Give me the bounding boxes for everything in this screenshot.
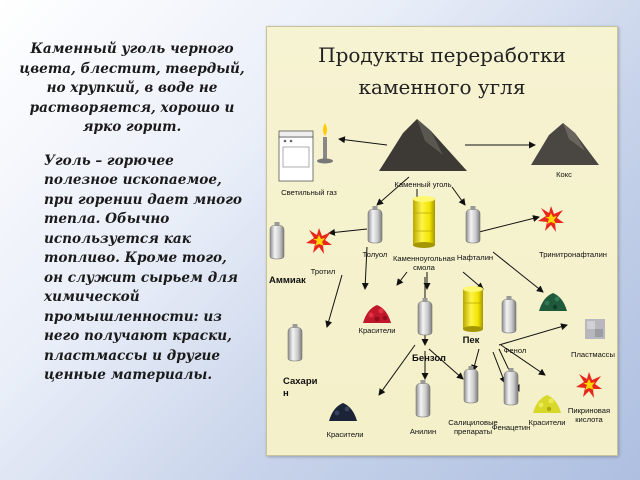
label-trinitronaphthalene: Тринитронафталин	[539, 250, 607, 259]
label-salicylic-2: препараты	[454, 427, 492, 436]
description-text: Каменный уголь черного цвета, блестит, т…	[14, 40, 250, 386]
burner-icon	[317, 123, 333, 164]
saccharin-tank-icon	[287, 323, 303, 362]
diagram-title-line1: Продукты переработки	[318, 43, 566, 67]
label-dyes-1: Красители	[359, 326, 396, 335]
label-coke: Кокс	[556, 170, 572, 179]
tnt-explosion-icon	[306, 228, 332, 254]
label-phenacetin: Фенацетин	[492, 423, 531, 432]
label-picric-2: кислота	[575, 415, 603, 424]
label-naphthalene: Нафталин	[457, 253, 493, 262]
label-coal: Каменный уголь	[394, 180, 451, 189]
label-salicylic-1: Салициловые	[448, 418, 498, 427]
label-coal-tar-1: Каменноугольная	[393, 254, 455, 263]
green-dye-pile-icon	[539, 293, 567, 311]
label-aniline: Анилин	[410, 427, 436, 436]
label-phenol: Фенол	[504, 346, 527, 355]
naphthalene-tank-icon	[465, 205, 481, 244]
red-dye-pile-icon	[363, 305, 391, 323]
plastics-sample-icon	[585, 319, 605, 339]
label-coal-tar-2: смола	[413, 263, 436, 272]
coal-pile-icon	[379, 119, 467, 171]
ammonia-tank-icon	[269, 221, 285, 260]
salicylic-tank-icon	[463, 365, 479, 404]
diagram-title-line2: каменного угля	[358, 75, 526, 99]
pitch-barrel-icon	[463, 286, 483, 332]
label-picric-1: Пикриновая	[568, 406, 610, 415]
phenol-tank-icon	[501, 295, 517, 334]
paragraph-coal-usage: Уголь – горючее полезное ископаемое, при…	[44, 152, 242, 384]
label-pitch: Пек	[463, 335, 480, 346]
picric-acid-explosion-icon	[576, 372, 602, 398]
coal-products-diagram: Продукты переработки каменного угля	[266, 26, 618, 456]
label-plastics: Пластмассы	[571, 350, 615, 359]
label-benzene: Бензол	[412, 353, 446, 364]
trinitronaphthalene-explosion-icon	[538, 206, 564, 232]
phenacetin-tank-icon	[503, 367, 519, 406]
paragraph-coal-properties: Каменный уголь черного цвета, блестит, т…	[19, 41, 245, 135]
toluene-tank-icon	[367, 205, 383, 244]
label-dyes-3: Красители	[529, 418, 566, 427]
label-dyes-2: Красители	[327, 430, 364, 439]
gas-stove-icon	[278, 130, 314, 182]
label-saccharin-2: н	[283, 388, 289, 399]
label-ammonia: Аммиак	[269, 275, 306, 286]
diagram-title: Продукты переработки каменного угля	[267, 39, 617, 103]
benzene-tank-icon	[417, 297, 433, 336]
diagram-graphic: Каменный уголь Кокс Светильный газ Аммиа…	[269, 119, 615, 439]
blue-dye-pile-icon	[329, 403, 357, 421]
label-tnt: Тротил	[311, 267, 336, 276]
label-lighting-gas: Светильный газ	[281, 188, 337, 197]
arrows	[325, 136, 568, 396]
label-saccharin-1: Сахари	[283, 376, 318, 387]
coke-pile-icon	[531, 123, 599, 165]
coal-tar-barrel-icon	[413, 196, 435, 248]
aniline-tank-icon	[415, 379, 431, 418]
label-toluene: Толуол	[363, 250, 388, 259]
yellow-dye-pile-icon	[533, 395, 561, 413]
